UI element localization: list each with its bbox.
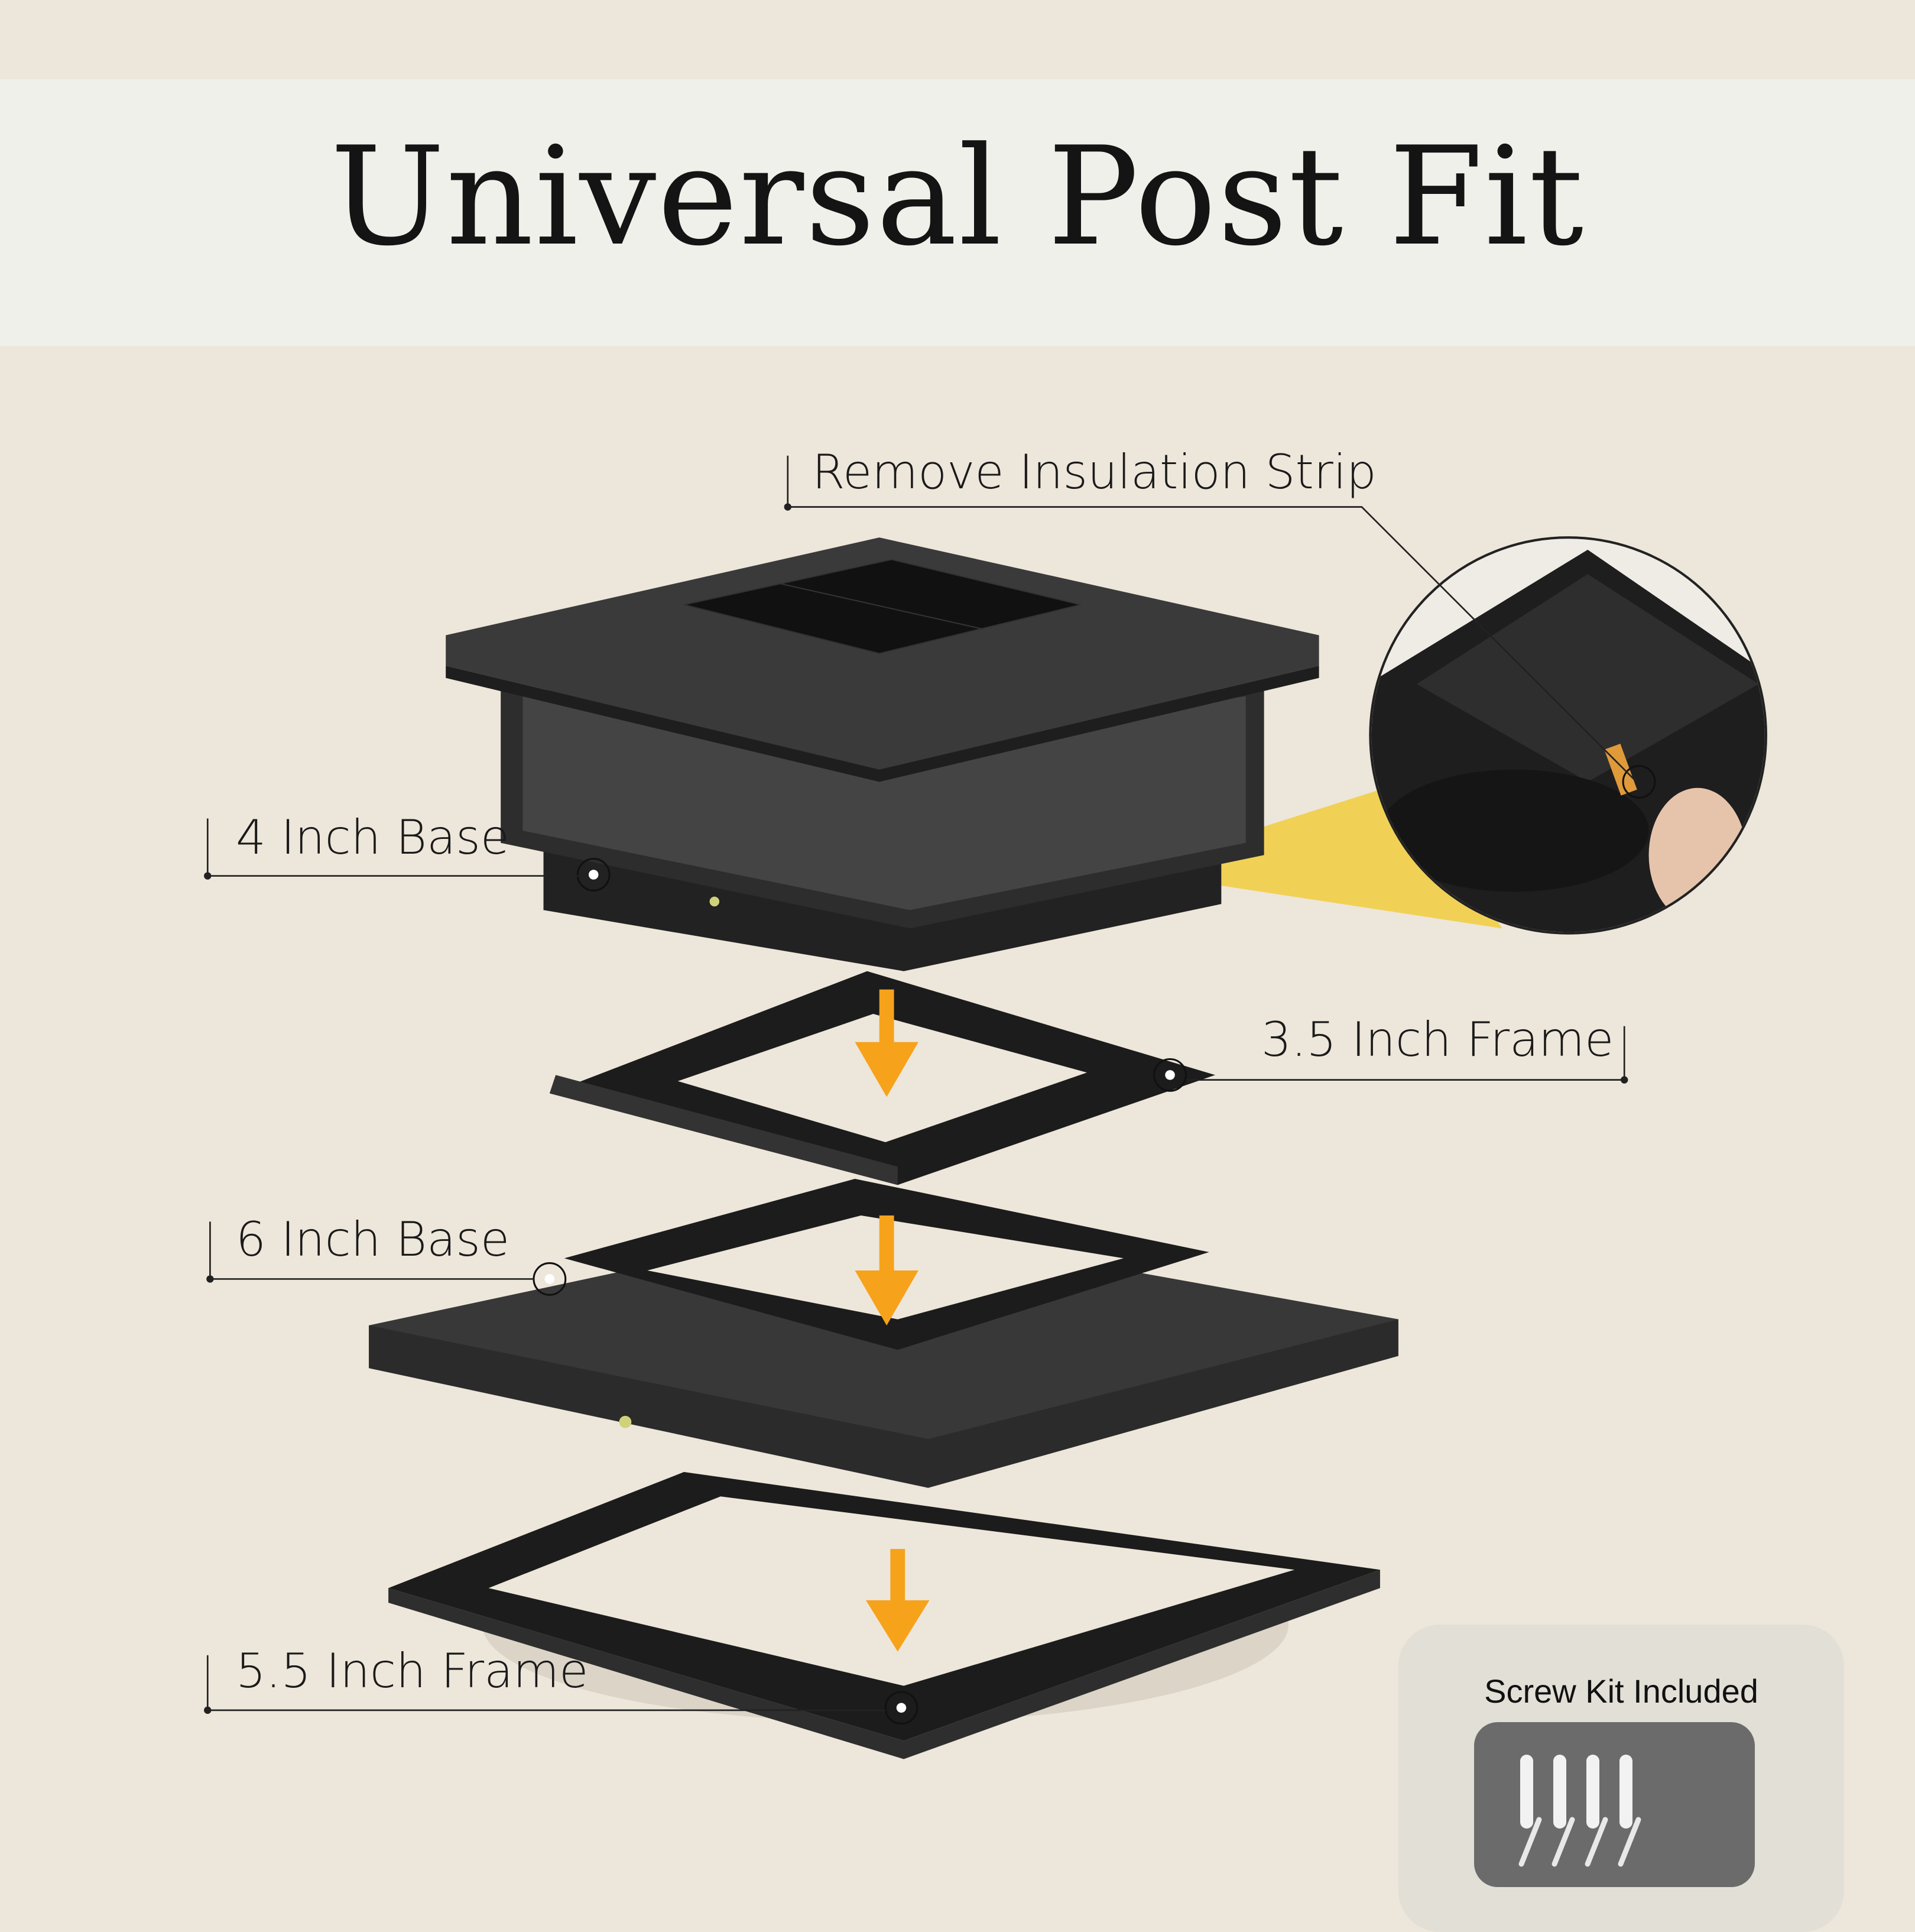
down-arrow-3 xyxy=(866,1549,930,1652)
detail-circle xyxy=(1369,536,1767,935)
screw-kit-image xyxy=(1474,1722,1755,1887)
screw-kit-card: Screw Kit Included xyxy=(1398,1625,1844,1932)
label-4-inch-base: 4 Inch Base xyxy=(236,810,510,865)
down-arrow-2 xyxy=(855,1215,918,1325)
solar-lamp-4inch-base xyxy=(446,537,1319,971)
label-3-5-inch-frame: 3.5 Inch Frame xyxy=(1261,1012,1614,1067)
label-remove-insulation-strip: Remove Insulation Strip xyxy=(812,445,1377,500)
label-5-5-inch-frame: 5.5 Inch Frame xyxy=(236,1644,589,1698)
page-title: Universal Post Fit xyxy=(330,118,1585,276)
title-band xyxy=(0,79,1915,346)
down-arrow-1 xyxy=(855,989,918,1097)
wall-anchor-icon xyxy=(1520,1755,1632,1829)
screw-kit-title: Screw Kit Included xyxy=(1484,1672,1758,1710)
screw-icon xyxy=(1518,1817,1641,1867)
label-6-inch-base: 6 Inch Base xyxy=(236,1212,510,1267)
